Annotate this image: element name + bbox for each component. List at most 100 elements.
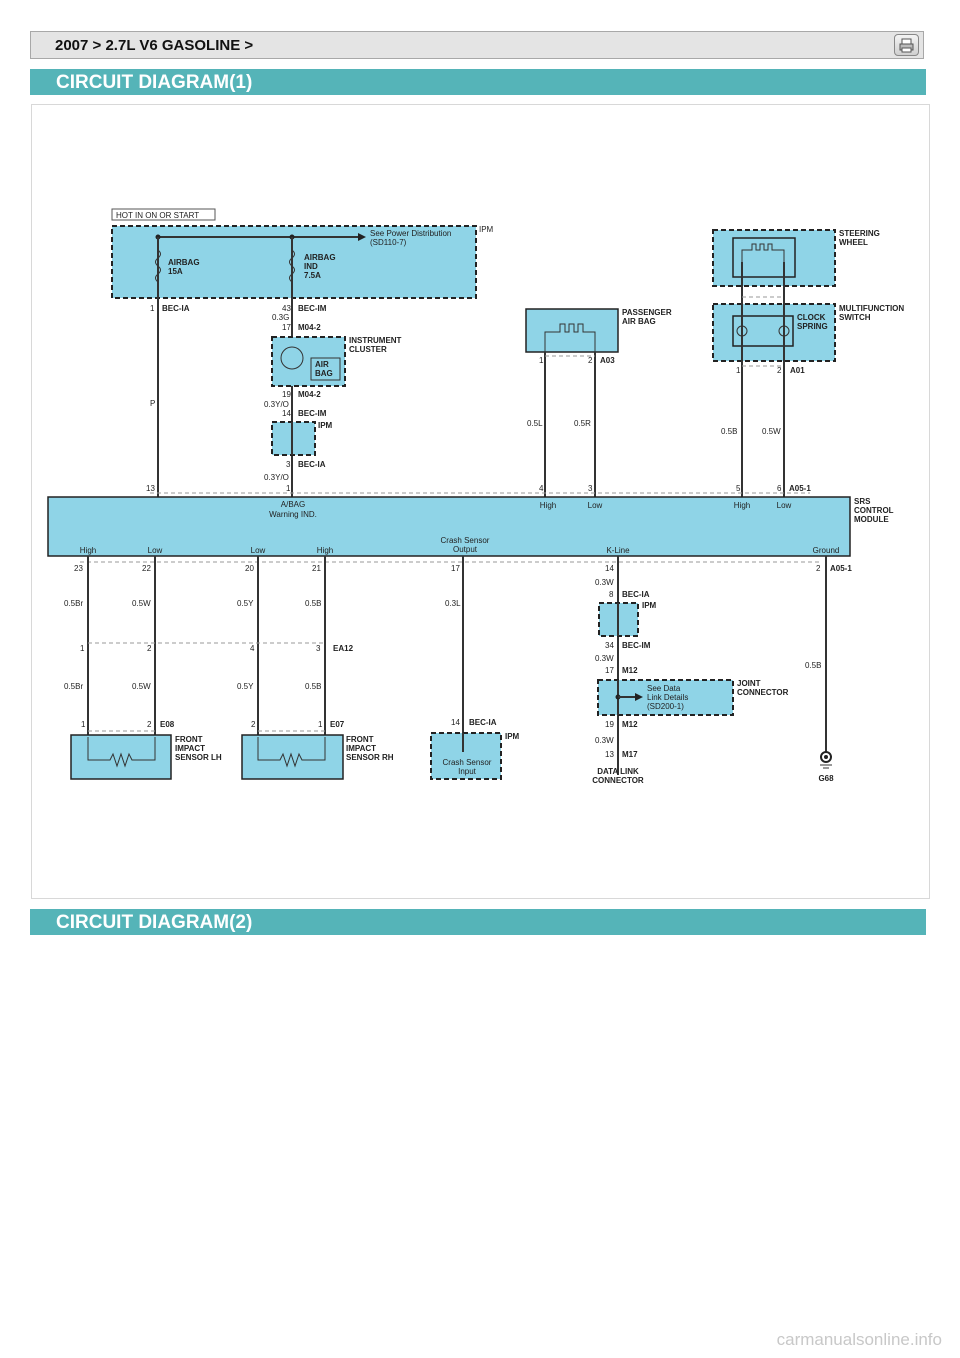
pin: 4 <box>539 484 544 493</box>
pin: 13 <box>605 750 614 759</box>
print-button[interactable] <box>894 34 919 56</box>
wire-color: 0.3Y/O <box>264 473 289 482</box>
component-label: JOINT <box>737 679 761 688</box>
pin: 1 <box>150 304 155 313</box>
pin: 2 <box>147 644 152 653</box>
wire-color: 0.3W <box>595 736 614 745</box>
hot-label: HOT IN ON OR START <box>116 211 199 220</box>
pin: 1 <box>286 484 291 493</box>
component-label: CONTROL <box>854 506 894 515</box>
wire-color: 0.5L <box>527 419 543 428</box>
fuse-label: 15A <box>168 267 183 276</box>
lamp-icon <box>280 346 304 370</box>
watermark: carmanualsonline.info <box>776 1330 942 1349</box>
section-header-2: CIRCUIT DIAGRAM(2) <box>30 909 926 935</box>
component-label: INSTRUMENT <box>349 336 402 345</box>
wire-color: 0.3G <box>272 313 289 322</box>
pin: 23 <box>74 564 83 573</box>
pin: 2 <box>147 720 152 729</box>
resistor-icon <box>257 737 326 768</box>
pin-label: High <box>734 501 750 510</box>
connector: BEC-IM <box>298 304 327 313</box>
pin: 1 <box>80 644 85 653</box>
wire-color: 0.5Br <box>64 682 83 691</box>
component-label: PASSENGER <box>622 308 672 317</box>
pin-label: Low <box>588 501 603 510</box>
pin: 1 <box>736 366 741 375</box>
ipm-label: IPM <box>479 225 494 234</box>
connector: BEC-IA <box>162 304 190 313</box>
component-label: FRONT <box>175 735 203 744</box>
connector: A03 <box>600 356 615 365</box>
pin-label: K-Line <box>606 546 630 555</box>
pin-label: Low <box>251 546 266 555</box>
connector: A01 <box>790 366 805 375</box>
wire-color: 0.5B <box>305 599 321 608</box>
wire-color: 0.5R <box>574 419 591 428</box>
wire-color: 0.5W <box>762 427 781 436</box>
resistor-icon <box>87 737 156 768</box>
bottom-wires <box>87 556 827 775</box>
see-power-distribution-link[interactable]: See Power Distribution <box>370 229 451 238</box>
ipm-label: IPM <box>505 732 520 741</box>
pin: 2 <box>251 720 256 729</box>
connector: M04-2 <box>298 323 321 332</box>
breadcrumb: 2007 > 2.7L V6 GASOLINE > <box>30 31 924 59</box>
pin: 1 <box>539 356 544 365</box>
pin: 2 <box>588 356 593 365</box>
component-label: STEERING <box>839 229 880 238</box>
pin: 17 <box>605 666 614 675</box>
pin-label: Low <box>148 546 163 555</box>
component-label: IMPACT <box>346 744 376 753</box>
see-data-link-details-link[interactable]: See Data <box>647 684 681 693</box>
pin-label: Crash Sensor <box>441 536 490 545</box>
connector: BEC-IA <box>469 718 497 727</box>
component-label: SENSOR RH <box>346 753 394 762</box>
component-label: IMPACT <box>175 744 205 753</box>
component-label: SRS <box>854 497 871 506</box>
wire-color: 0.5Y <box>237 599 254 608</box>
printer-icon <box>899 38 914 53</box>
airbag-lamp-box <box>310 357 341 381</box>
pin-label: Output <box>453 545 478 554</box>
clock-spring <box>732 315 794 347</box>
srs-control-module <box>47 496 851 557</box>
pin: 22 <box>142 564 151 573</box>
pin: 2 <box>777 366 782 375</box>
pin: 1 <box>81 720 86 729</box>
breadcrumb-text[interactable]: 2007 > 2.7L V6 GASOLINE > <box>55 37 254 54</box>
ref: (SD200-1) <box>647 702 684 711</box>
connector: A05-1 <box>830 564 852 573</box>
section-header-1: CIRCUIT DIAGRAM(1) <box>30 69 926 95</box>
wire-color: 0.5B <box>305 682 321 691</box>
connector: M12 <box>622 720 638 729</box>
pin: 19 <box>605 720 614 729</box>
crash-sensor-ipm <box>430 732 502 780</box>
pin: 1 <box>318 720 323 729</box>
connector: BEC-IM <box>298 409 327 418</box>
pin: 17 <box>282 323 291 332</box>
arrow-icon <box>358 233 366 241</box>
pin: 43 <box>282 304 291 313</box>
ipm-label: IPM <box>318 421 333 430</box>
pin-label: A/BAG <box>281 500 305 509</box>
wire-color: 0.3W <box>595 654 614 663</box>
component-label: MODULE <box>854 515 889 524</box>
pin-label: High <box>317 546 333 555</box>
connector: BEC-IA <box>298 460 326 469</box>
fuse-label: 7.5A <box>304 271 321 280</box>
pin: 21 <box>312 564 321 573</box>
connector: E08 <box>160 720 175 729</box>
connector: M12 <box>622 666 638 675</box>
component-label: CLOCK <box>797 313 826 322</box>
fuse-label: IND <box>304 262 318 271</box>
pin: 14 <box>605 564 614 573</box>
wire-color: 0.5Y <box>237 682 254 691</box>
lamp-label: BAG <box>315 369 333 378</box>
pin: 4 <box>250 644 255 653</box>
component-label: DATA LINK <box>597 767 639 776</box>
wire-color: 0.5B <box>721 427 737 436</box>
pin-label: Ground <box>813 546 840 555</box>
pin-label: High <box>540 501 556 510</box>
fuse-label: AIRBAG <box>168 258 200 267</box>
